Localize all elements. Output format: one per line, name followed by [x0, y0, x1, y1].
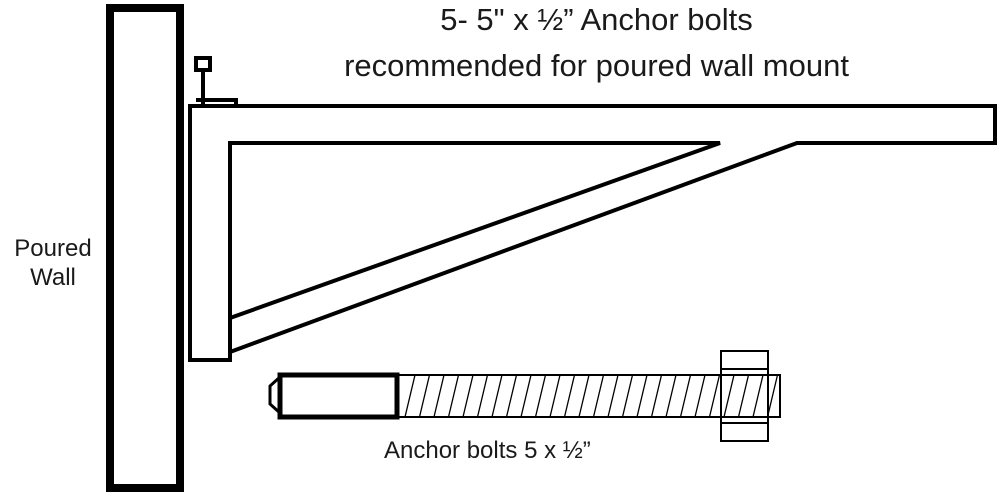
thread-line [505, 374, 518, 418]
bolt-nut [720, 350, 769, 442]
thread-line [520, 374, 532, 418]
bolt-label: Anchor bolts 5 x ½” [384, 437, 591, 464]
thread-line [752, 374, 764, 418]
wall-label: Poured Wall [0, 234, 106, 292]
thread-line [737, 374, 750, 418]
thread-line [462, 374, 474, 418]
thread-line [665, 374, 677, 418]
thread-line [491, 374, 503, 418]
title-line-2: recommended for poured wall mount [344, 48, 849, 83]
title-line-1: 5- 5" x ½” Anchor bolts [440, 2, 753, 37]
thread-line [433, 374, 445, 418]
bolt-tip [268, 375, 282, 415]
thread-line [476, 374, 489, 418]
bolt-sleeve [277, 372, 400, 420]
thread-line [447, 374, 460, 418]
thread-line [592, 374, 605, 418]
thread-line [708, 374, 721, 418]
thread-line [723, 374, 735, 418]
bracket-hook [194, 56, 212, 106]
poured-wall [106, 4, 184, 492]
thread-line [578, 374, 590, 418]
thread-line [694, 374, 706, 418]
thread-line [563, 374, 576, 418]
thread-line [766, 374, 779, 418]
bolt-shaft [397, 374, 781, 418]
thread-line [404, 374, 416, 418]
wall-label-line-2: Wall [30, 264, 76, 291]
thread-line [534, 374, 547, 418]
thread-line [607, 374, 619, 418]
thread-line [679, 374, 692, 418]
bracket-outline [188, 104, 997, 362]
thread-line [621, 374, 634, 418]
bolt-threads [404, 374, 779, 418]
thread-line [418, 374, 431, 418]
thread-line [650, 374, 663, 418]
wall-label-line-1: Poured [14, 235, 92, 262]
thread-line [549, 374, 561, 418]
thread-line [636, 374, 648, 418]
bracket-inner-outline [228, 141, 721, 352]
